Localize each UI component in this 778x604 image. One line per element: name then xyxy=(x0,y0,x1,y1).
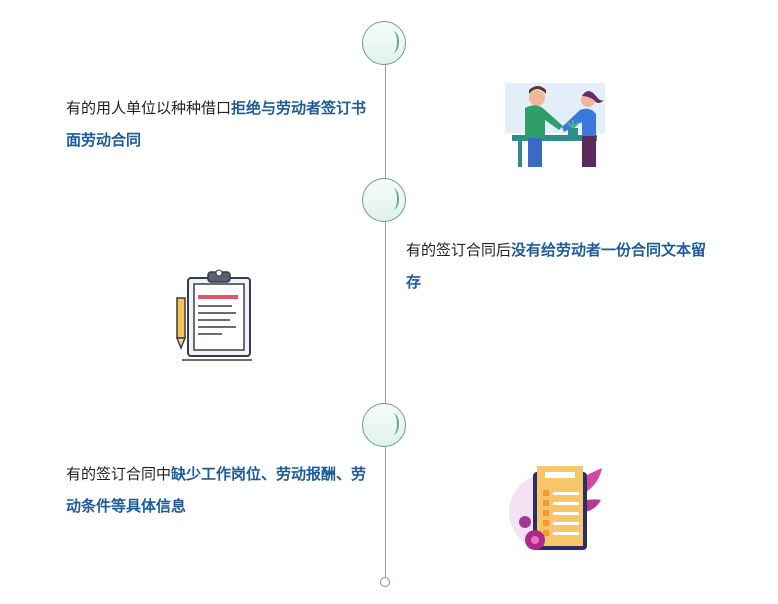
plain-text: 有的用人单位以种种借口 xyxy=(66,99,232,117)
highlight-text: 缺少工作岗位、劳动报酬、劳动条件等具体信息 xyxy=(66,465,367,515)
highlight-text: 拒绝与劳动者签订书面劳动合同 xyxy=(66,99,367,149)
handshake-illustration-icon xyxy=(505,83,605,167)
plain-text: 有的签订合同中 xyxy=(66,465,172,483)
document-checklist-illustration-icon xyxy=(509,466,602,550)
timeline-node-1 xyxy=(362,21,406,65)
timeline-text-1: 有的用人单位以种种借口拒绝与劳动者签订书面劳动合同 xyxy=(66,92,376,156)
timeline-line xyxy=(385,60,386,578)
clipboard-illustration-icon xyxy=(175,269,252,361)
highlight-text: 没有给劳动者一份合同文本留存 xyxy=(406,241,707,291)
plain-text: 有的签订合同后 xyxy=(406,241,512,259)
timeline-text-2: 有的签订合同后没有给劳动者一份合同文本留存 xyxy=(406,234,711,298)
timeline-node-2 xyxy=(362,178,406,222)
timeline-end-dot xyxy=(380,577,390,587)
timeline-node-3 xyxy=(362,403,406,447)
timeline-text-3: 有的签订合同中缺少工作岗位、劳动报酬、劳动条件等具体信息 xyxy=(66,458,376,522)
